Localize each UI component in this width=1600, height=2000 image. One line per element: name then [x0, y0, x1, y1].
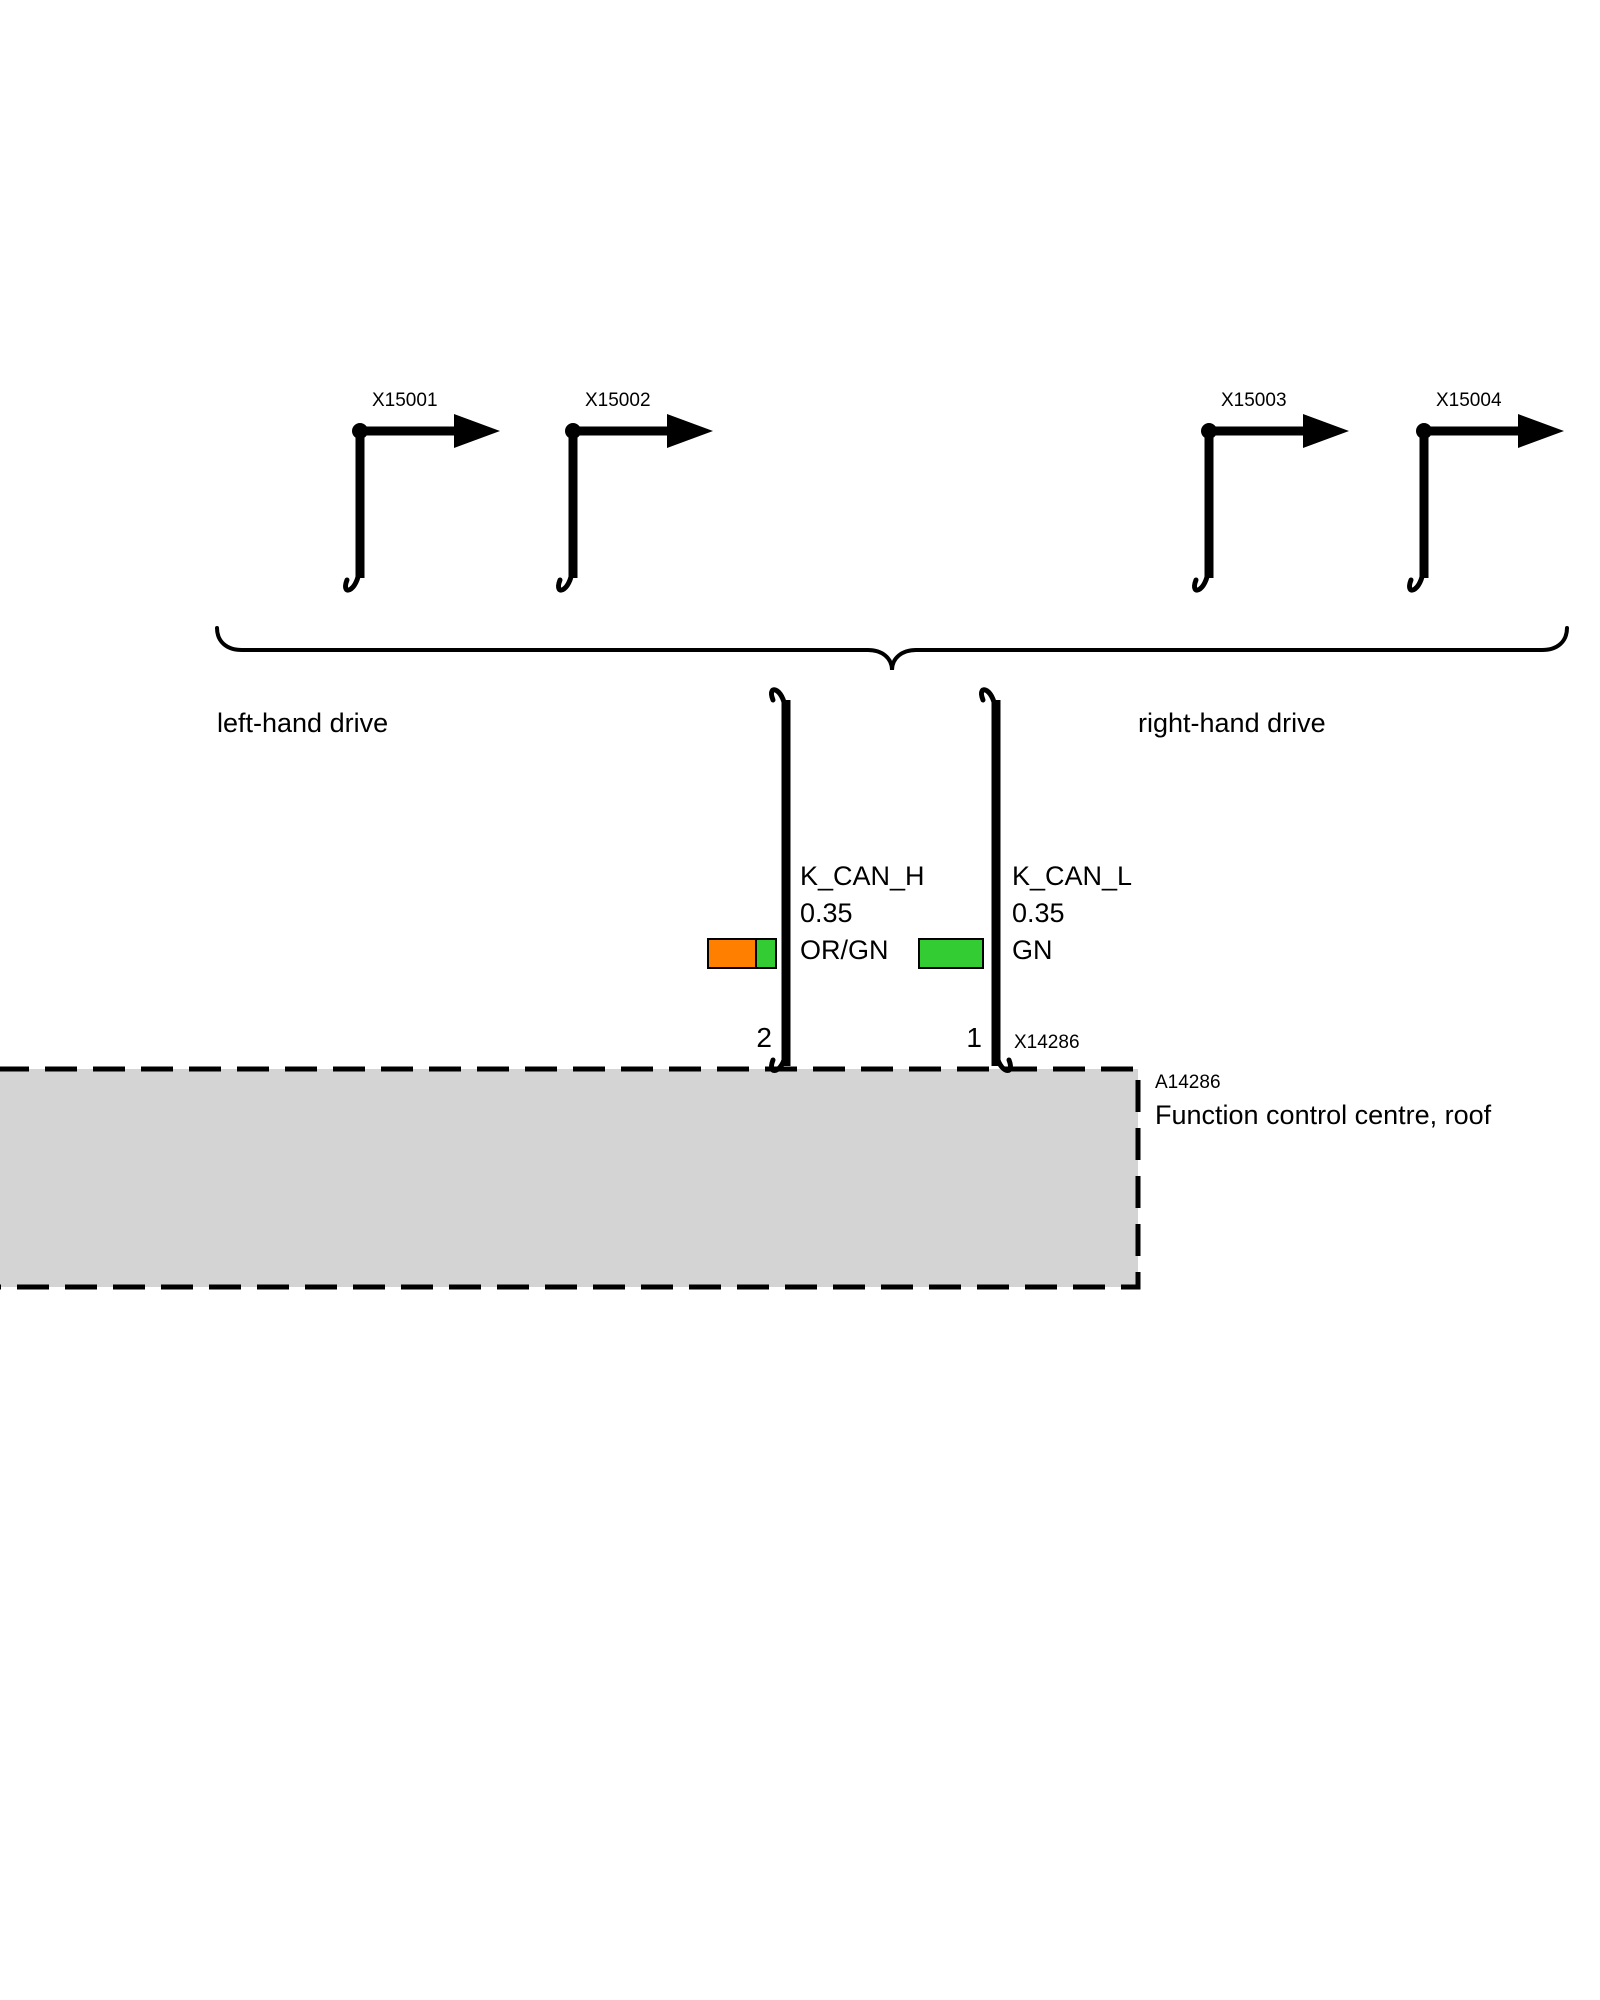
module-id-label: A14286 — [1155, 1072, 1221, 1093]
arrow-icon — [454, 414, 500, 448]
wire-signal-name: K_CAN_H — [800, 861, 925, 891]
connector-label-x15004: X15004 — [1436, 390, 1502, 411]
connector-label-x15002: X15002 — [585, 390, 651, 411]
module-box — [0, 1066, 1141, 1290]
connector-symbol-x15001 — [343, 414, 500, 593]
connector-symbol-x15002 — [556, 414, 713, 593]
wire-color-swatch-or-gn — [707, 938, 777, 969]
arrow-icon — [1303, 414, 1349, 448]
harness-brace — [215, 626, 1569, 671]
swatch-green-segment — [755, 940, 775, 967]
wire-label-k-can-l: K_CAN_L 0.35 GN — [1012, 858, 1132, 969]
wire-k-can-h — [769, 687, 791, 1073]
arrow-icon — [667, 414, 713, 448]
pin-number-2: 2 — [756, 1022, 772, 1053]
connector-symbol-x15004 — [1407, 414, 1564, 593]
wire-break-icon — [1192, 559, 1212, 593]
right-hand-drive-label: right-hand drive — [1138, 708, 1326, 738]
wire-break-icon — [343, 559, 363, 593]
left-hand-drive-label: left-hand drive — [217, 708, 389, 738]
wire-break-icon — [1407, 559, 1427, 593]
wire-break-icon — [769, 687, 789, 719]
wire-break-icon — [769, 1045, 789, 1073]
wire-color-swatch-gn — [918, 938, 984, 969]
wire-break-icon — [556, 559, 576, 593]
wire-color-code: OR/GN — [800, 935, 889, 965]
arrow-icon — [1518, 414, 1564, 448]
pin-number-1: 1 — [966, 1022, 982, 1053]
wire-signal-name: K_CAN_L — [1012, 861, 1133, 891]
wire-break-icon — [993, 1045, 1013, 1073]
wire-cross-section: 0.35 — [800, 898, 853, 928]
wire-cross-section: 0.35 — [1012, 898, 1065, 928]
module-name-label: Function control centre, roof — [1155, 1100, 1492, 1130]
bottom-connector-label: X14286 — [1014, 1032, 1080, 1053]
connector-label-x15001: X15001 — [372, 390, 438, 411]
connector-label-x15003: X15003 — [1221, 390, 1287, 411]
wire-label-k-can-h: K_CAN_H 0.35 OR/GN — [800, 858, 925, 969]
swatch-orange-segment — [709, 940, 755, 967]
connector-symbol-x15003 — [1192, 414, 1349, 593]
wire-break-icon — [979, 687, 999, 719]
wire-color-code: GN — [1012, 935, 1053, 965]
wire-k-can-l — [979, 687, 1013, 1073]
